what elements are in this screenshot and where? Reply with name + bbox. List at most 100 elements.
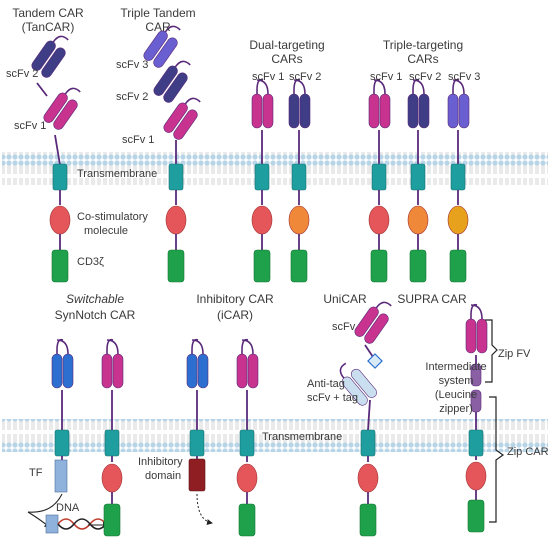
synnotch-notch-scfv xyxy=(51,338,74,389)
icar-car-scfv-vh xyxy=(236,353,248,389)
triple-tandem-scfv1 xyxy=(163,97,201,140)
icar-car-scfv xyxy=(236,338,259,389)
icar-inhibitory-transmembrane xyxy=(189,429,205,457)
tt-car-3-scfv-vh xyxy=(447,93,459,129)
tt-car-2-costim xyxy=(407,205,429,235)
triple-targeting-title-2: CARs xyxy=(407,52,438,66)
supra-inter-2: system xyxy=(439,375,474,387)
zipfv-label: Zip FV xyxy=(498,348,531,360)
dual-car-2-cd3z xyxy=(290,249,308,283)
unicar-adapter-scfv xyxy=(354,301,392,344)
tandem-scfv1-vl xyxy=(53,99,78,130)
triple-tandem-title-1: Triple Tandem xyxy=(120,6,195,20)
dual-car-2-scfv-loop xyxy=(293,79,306,95)
tt-car-2-scfv-vh xyxy=(407,93,419,129)
triple-tandem-scfv2-vl xyxy=(163,72,188,103)
triple-tandem-costim xyxy=(165,205,187,235)
synnotch-notch-scfv-hinge xyxy=(56,338,64,356)
supra-zipfv-scfv-loop xyxy=(470,304,483,320)
tandem-scfv2-label: scFv 2 xyxy=(6,68,38,80)
icar-car-scfv-hinge xyxy=(241,338,249,356)
tandem-scfv1 xyxy=(43,87,81,130)
inhibitory-domain-label-1: Inhibitory xyxy=(138,456,183,468)
synnotch-title-2: SynNotch CAR xyxy=(55,308,136,322)
dna-strand-1 xyxy=(57,518,107,530)
synnotch-car-cd3z xyxy=(103,503,121,537)
triple-tandem-scfv2-vh xyxy=(153,65,178,96)
unicar-costim xyxy=(357,463,379,493)
supra-zipfv-scfv-vh xyxy=(465,318,477,354)
synnotch-car-scfv-hinge xyxy=(106,338,114,356)
triple-tandem-scfv1-vh xyxy=(163,102,188,133)
unicar-title: UniCAR xyxy=(323,292,367,306)
tt-car-3-costim xyxy=(447,205,469,235)
tt-car-3-cd3z xyxy=(449,249,467,283)
tandem-costim xyxy=(49,205,71,235)
supra-zipfv-scfv-vl xyxy=(476,318,488,354)
dual-scfv1-label: scFv 1 xyxy=(252,71,284,83)
tandem-cd3z xyxy=(51,249,69,283)
inhibitory-domain xyxy=(188,458,206,492)
synnotch-car-scfv-loop xyxy=(106,339,119,355)
tf-domain xyxy=(54,459,68,493)
dual-car-1-scfv xyxy=(251,78,274,129)
dual-car-1-cd3z xyxy=(253,249,271,283)
supra-inter-4: zipper) xyxy=(439,403,473,415)
supra-cd3z xyxy=(467,499,485,533)
tandem-scfv1-loop xyxy=(64,87,81,95)
dna-strand-2 xyxy=(57,518,107,530)
dual-car-2-scfv-vl xyxy=(299,93,311,129)
icar-car-transmembrane xyxy=(239,429,255,457)
inhibitory-domain-label-2: domain xyxy=(145,470,181,482)
tt-car-3-scfv xyxy=(447,78,470,129)
triple-tandem-scfv2-loop xyxy=(174,60,191,68)
tandem-title-2: (TanCAR) xyxy=(22,20,75,34)
tandem-stalk xyxy=(54,134,61,166)
icar-car-scfv-vl xyxy=(247,353,259,389)
unicar-antitag-scfv-vl xyxy=(350,368,377,398)
tt-car-2-scfv-loop xyxy=(412,79,425,95)
triple-tandem-scfv3-label: scFv 3 xyxy=(116,59,148,71)
triple-tandem-scfv3-loop xyxy=(164,25,181,33)
dual-car-2-scfv-hinge xyxy=(293,78,301,96)
triple-tandem-scfv2 xyxy=(153,60,191,103)
tandem-title-1: Tandem CAR xyxy=(12,6,84,20)
tandem-linker-1 xyxy=(36,82,48,97)
dual-scfv2-label: scFv 2 xyxy=(289,71,321,83)
unicar-scfv-label: scFv xyxy=(332,321,356,333)
synnotch-notch-scfv-vh xyxy=(51,353,63,389)
dual-car-1-transmembrane xyxy=(254,163,270,191)
icar-inhibitory-scfv xyxy=(186,338,209,389)
tt-car-2-scfv xyxy=(407,78,430,129)
cd3z-label: CD3ζ xyxy=(77,256,104,268)
costim-label-2: molecule xyxy=(84,225,128,237)
tt-car-2-cd3z xyxy=(409,249,427,283)
membrane-bottom xyxy=(2,419,548,452)
dual-car-1-scfv-hinge xyxy=(256,78,264,96)
dual-car-1-scfv-vl xyxy=(262,93,274,129)
synnotch-car-transmembrane xyxy=(104,429,120,457)
dual-car-1-scfv-loop xyxy=(256,79,269,95)
triple-tandem-transmembrane xyxy=(168,163,184,191)
tandem-scfv1-vh xyxy=(43,92,68,123)
unicar-antitag-scfv xyxy=(339,362,377,406)
tandem-scfv2-vl xyxy=(41,47,66,78)
unicar-adapter-scfv-vl xyxy=(364,313,389,344)
tt-car-1-costim xyxy=(368,205,390,235)
triple-tandem-scfv2-label: scFv 2 xyxy=(116,91,148,103)
tf-on-dna xyxy=(45,514,59,534)
costim-label-1: Co-stimulatory xyxy=(77,211,148,223)
synnotch-car-scfv-vh xyxy=(101,353,113,389)
unicar-cd3z xyxy=(359,503,377,537)
triple-targeting-scfv3-label: scFv 3 xyxy=(448,71,480,83)
supra-title: SUPRA CAR xyxy=(397,292,467,306)
unicar-antitag-scfv-loop xyxy=(339,362,347,379)
icar-inhibitory-scfv-loop xyxy=(191,339,204,355)
icar-car-cd3z xyxy=(238,503,256,537)
unicar-adapter-scfv-loop xyxy=(375,301,392,309)
synnotch-car-costim xyxy=(101,463,123,493)
icar-inhibitory-scfv-hinge xyxy=(191,338,199,356)
tt-car-1-transmembrane xyxy=(371,163,387,191)
triple-tandem-cd3z xyxy=(167,249,185,283)
unicar-adapter-scfv-vh xyxy=(354,306,379,337)
